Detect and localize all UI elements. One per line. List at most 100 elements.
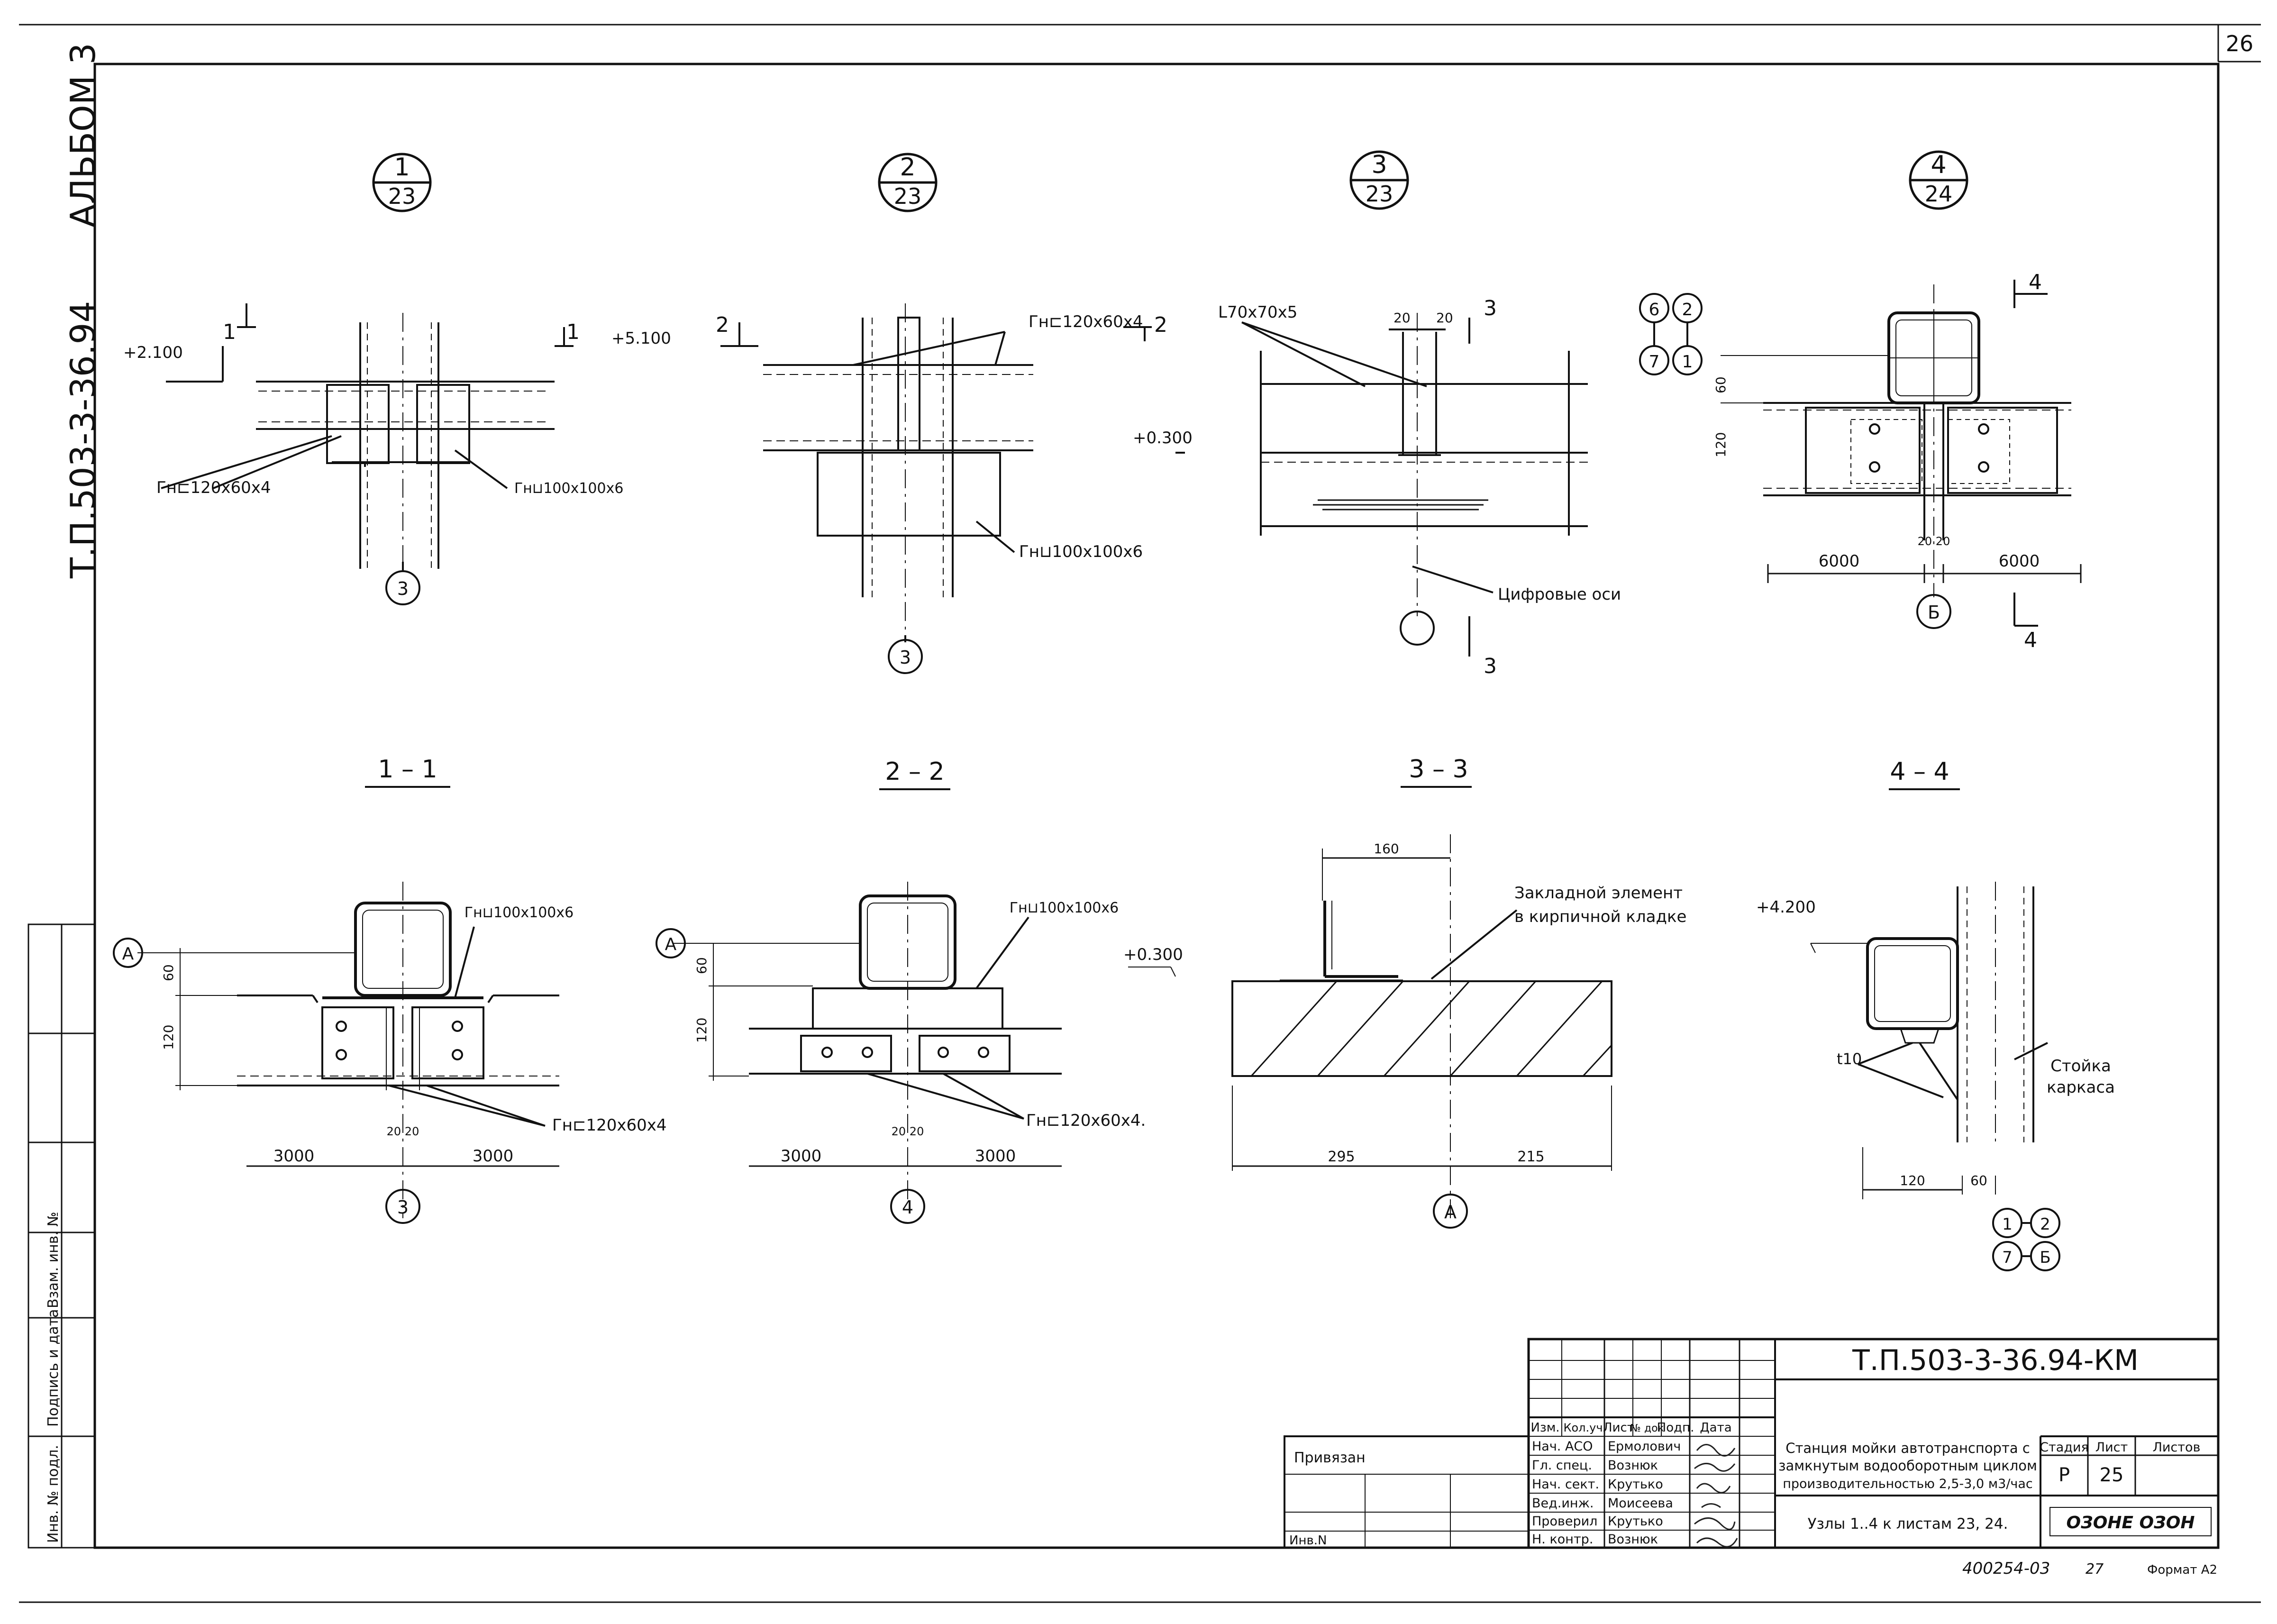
v1-axis-label: 3 bbox=[397, 578, 409, 599]
node-marker-2 bbox=[878, 153, 938, 212]
v1-cut-right: 1 bbox=[566, 320, 580, 344]
stage-value: Р bbox=[2058, 1464, 2070, 1486]
section-3-3: 3 – 3 +0.300 160 Закладной элемен bbox=[1123, 755, 1686, 1229]
s3-note-2: в кирпичной кладке bbox=[1514, 907, 1686, 926]
role-6: Н. контр. bbox=[1532, 1532, 1593, 1547]
s1-axis-bubble bbox=[385, 1189, 420, 1224]
s3-dim-top: 160 bbox=[1374, 841, 1399, 857]
album-label: АЛЬБОМ 3 bbox=[63, 43, 103, 228]
s2-span-right: 3000 bbox=[975, 1147, 1016, 1166]
v1-cut-left: 1 bbox=[223, 320, 236, 344]
v4-bubble-b: 2 bbox=[1682, 300, 1693, 319]
s1-span-right: 3000 bbox=[473, 1147, 514, 1166]
role-5: Проверил bbox=[1532, 1514, 1597, 1529]
section-4-4: 4 – 4 +4.200 t10 Стойка каркаса bbox=[1756, 757, 2115, 1271]
s4-bubble-c: 7 bbox=[2002, 1248, 2013, 1267]
s1-dim-gap: 20 20 bbox=[387, 1125, 419, 1138]
sheet-value: 25 bbox=[2100, 1464, 2124, 1486]
stage-header: Стадия bbox=[2040, 1440, 2089, 1455]
s3-note-1: Закладной элемент bbox=[1514, 884, 1683, 903]
v4-bubble-c: 7 bbox=[1649, 352, 1660, 372]
s4-dim-120: 120 bbox=[1900, 1173, 1925, 1188]
sheets-header: Листов bbox=[2153, 1440, 2201, 1455]
v3-dim-a: 20 bbox=[1394, 310, 1411, 326]
s1-axis-top-bubble bbox=[113, 938, 143, 968]
v4-bubble-d: 1 bbox=[1682, 352, 1693, 372]
s2-dim-gap: 20 20 bbox=[892, 1125, 924, 1138]
col-header-sign: Подп. bbox=[1657, 1421, 1694, 1435]
v3-axis-bubble bbox=[1400, 611, 1435, 646]
col-header-date: Дата bbox=[1700, 1421, 1731, 1435]
v3-angle-label: L70х70х5 bbox=[1218, 303, 1297, 322]
s4-thickness: t10 bbox=[1837, 1050, 1862, 1068]
corner-number: 26 bbox=[2226, 31, 2254, 56]
name-4: Моисеева bbox=[1608, 1496, 1673, 1511]
sheet-header: Лист bbox=[2095, 1440, 2128, 1455]
section-2-2: 2 – 2 А 60 120 Гн⊔100х10 bbox=[656, 757, 1146, 1224]
v4-cut-bottom: 4 bbox=[2024, 628, 2037, 652]
role-2: Гл. спец. bbox=[1532, 1458, 1592, 1473]
s1-title: 1 – 1 bbox=[378, 755, 437, 784]
v1-axis-bubble bbox=[385, 570, 420, 605]
s4-title: 4 – 4 bbox=[1890, 757, 1949, 786]
v4-axis-bubble bbox=[1916, 594, 1951, 629]
col-header-koluch: Кол.уч bbox=[1563, 1421, 1603, 1434]
section-1-1: 1 – 1 bbox=[113, 755, 667, 1224]
node-marker-3-top: 3 bbox=[1371, 151, 1387, 179]
v3-cut-bottom: 3 bbox=[1484, 654, 1497, 678]
s4-note-2: каркаса bbox=[2047, 1078, 2115, 1097]
node-marker-1-bottom: 23 bbox=[388, 183, 416, 209]
v2-axis-label: 3 bbox=[900, 647, 911, 668]
view-node-4: 4 2 4 bbox=[1639, 150, 2082, 652]
s1-span-left: 3000 bbox=[273, 1147, 315, 1166]
s4-bubble-b: 2 bbox=[2040, 1215, 2050, 1234]
v4-bubble-group bbox=[1639, 293, 1703, 375]
name-2: Вознюк bbox=[1608, 1458, 1658, 1473]
v2-axis-bubble bbox=[888, 639, 923, 674]
node-marker-2-bottom: 23 bbox=[894, 183, 922, 209]
v4-cut-top: 4 bbox=[2029, 270, 2042, 294]
sheet-frame bbox=[19, 24, 2261, 1603]
node-marker-3 bbox=[1349, 150, 1409, 210]
v1-label-left: Гн⊏120х60х4 bbox=[156, 478, 271, 497]
v4-span-left: 6000 bbox=[1819, 552, 1860, 571]
col-header-doc: № док bbox=[1630, 1423, 1664, 1434]
s2-label-bottom: Гн⊏120х60х4. bbox=[1026, 1111, 1146, 1130]
project-code-vertical: Т.П.503-3-36.94 bbox=[63, 301, 103, 579]
name-6: Вознюк bbox=[1608, 1532, 1658, 1547]
s3-title: 3 – 3 bbox=[1409, 755, 1468, 784]
v4-dim-gap: 20 20 bbox=[1918, 535, 1950, 548]
v3-elevation: +0.300 bbox=[1133, 429, 1193, 447]
linked-label: Привязан bbox=[1294, 1450, 1366, 1466]
v2-elevation: +5.100 bbox=[611, 329, 671, 348]
project-line-3: производительностью 2,5-3,0 м3/час bbox=[1783, 1477, 2033, 1491]
company-name: ОЗОНЕ ОЗОН bbox=[2067, 1513, 2195, 1533]
node-marker-2-top: 2 bbox=[900, 153, 915, 182]
s1-dim-60: 60 bbox=[161, 964, 176, 981]
s1-axis-top: А bbox=[122, 944, 134, 964]
s2-axis-bubble bbox=[890, 1189, 925, 1224]
v4-dim-120: 120 bbox=[1713, 432, 1729, 457]
v4-dim-60: 60 bbox=[1713, 376, 1729, 393]
inv-label-2: Подпись и дата bbox=[45, 1309, 62, 1427]
format-label: Формат А2 bbox=[2147, 1563, 2217, 1577]
node-marker-1 bbox=[372, 153, 432, 212]
s4-note-1: Стойка bbox=[2050, 1057, 2111, 1076]
v1-elevation: +2.100 bbox=[123, 343, 183, 362]
title-block bbox=[1284, 1338, 2220, 1549]
s4-bubble-a: 1 bbox=[2002, 1215, 2013, 1234]
s1-label-bottom: Гн⊏120х60х4 bbox=[552, 1116, 667, 1135]
project-line-2: замкнутым водооборотным циклом bbox=[1778, 1458, 2037, 1474]
s1-label-top: Гн⊔100х100х6 bbox=[465, 904, 574, 921]
signature-marks bbox=[1694, 1444, 1738, 1548]
s3-span-right: 215 bbox=[1517, 1149, 1544, 1165]
role-3: Нач. сект. bbox=[1532, 1477, 1599, 1492]
v4-bubble-a: 6 bbox=[1649, 300, 1660, 319]
s2-axis-top: А bbox=[665, 935, 677, 954]
s2-span-left: 3000 bbox=[781, 1147, 822, 1166]
v2-label-top: Гн⊏120х60х4 bbox=[1029, 312, 1143, 331]
v3-axis-note: Цифровые оси bbox=[1498, 585, 1621, 604]
col-header-list: Лист bbox=[1603, 1421, 1634, 1435]
s3-axis-label: А bbox=[1444, 1202, 1457, 1223]
archive-number: 400254-03 bbox=[1962, 1559, 2050, 1578]
